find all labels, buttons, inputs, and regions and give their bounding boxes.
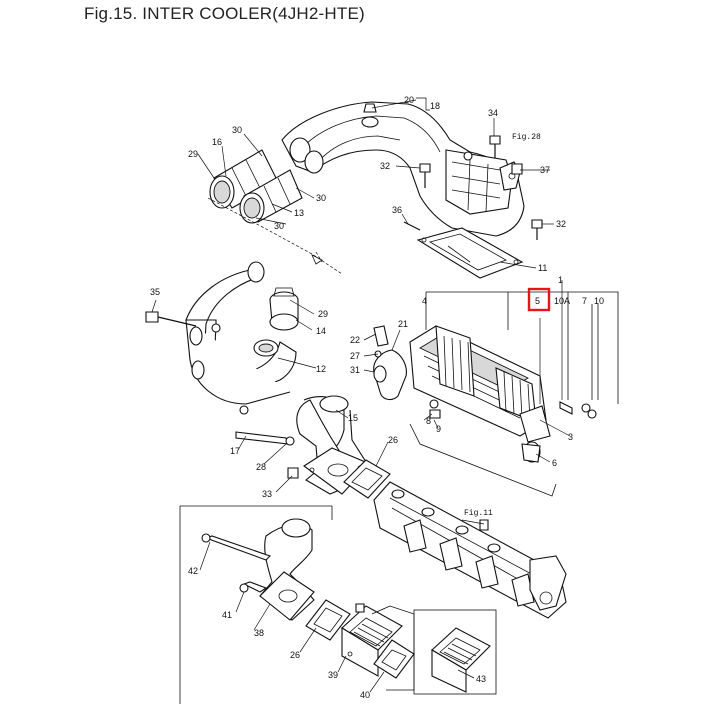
intake-duct-assembly bbox=[281, 101, 525, 237]
callout-40: 40 bbox=[360, 690, 370, 700]
gasket-26-upper bbox=[343, 459, 391, 499]
callout-9: 9 bbox=[436, 424, 441, 434]
callout-8: 8 bbox=[426, 416, 431, 426]
callout-10: 10 bbox=[594, 296, 604, 306]
elbow-15-assembly bbox=[235, 395, 371, 495]
clamps-14-29 bbox=[253, 287, 299, 357]
callout-15: 15 bbox=[348, 413, 358, 423]
gasket-26-lower bbox=[305, 599, 351, 641]
callout-36: 36 bbox=[392, 205, 402, 215]
callout-17: 17 bbox=[230, 446, 240, 456]
callout-22: 22 bbox=[350, 335, 360, 345]
callout-16: 16 bbox=[212, 137, 222, 147]
callout-14: 14 bbox=[316, 326, 326, 336]
callout-29-top: 29 bbox=[188, 149, 198, 159]
callout-11: 11 bbox=[538, 263, 547, 273]
cover-39 bbox=[341, 603, 403, 677]
assembly-guides bbox=[207, 197, 343, 275]
callout-13: 13 bbox=[294, 208, 304, 218]
intercooler-core bbox=[373, 325, 597, 463]
callout-18: 18 bbox=[430, 101, 440, 111]
highlight-box-part-5 bbox=[527, 287, 551, 312]
callout-32-right: 32 bbox=[556, 219, 566, 229]
gasket-11 bbox=[416, 227, 524, 279]
elbow-38 bbox=[201, 518, 315, 621]
hose-clamps-13-16 bbox=[209, 149, 303, 224]
fig11-reference: Fig.11 bbox=[464, 509, 493, 518]
callout-37: 37 bbox=[540, 165, 550, 175]
callout-6: 6 bbox=[552, 458, 557, 468]
fig28-reference: Fig.28 bbox=[512, 133, 541, 142]
callout-29-mid: 29 bbox=[318, 309, 328, 319]
callout-41: 41 bbox=[222, 610, 232, 620]
callout-20: 20 bbox=[404, 95, 414, 105]
callout-7: 7 bbox=[582, 296, 587, 306]
callout-38: 38 bbox=[254, 628, 264, 638]
callout-30-bottom: 30 bbox=[274, 221, 284, 231]
pipe-12-assembly bbox=[145, 261, 297, 415]
exhaust-manifold bbox=[373, 481, 567, 619]
callout-30-top: 30 bbox=[232, 125, 242, 135]
callout-28: 28 bbox=[256, 462, 266, 472]
callout-34: 34 bbox=[488, 108, 498, 118]
callout-43: 43 bbox=[476, 674, 486, 684]
leader-lines bbox=[151, 97, 571, 693]
assembly-bracket-lines bbox=[409, 291, 619, 497]
callout-4: 4 bbox=[422, 296, 427, 306]
callout-30-right: 30 bbox=[316, 193, 326, 203]
callout-42: 42 bbox=[188, 566, 198, 576]
callout-26-upper: 26 bbox=[388, 435, 398, 445]
callout-31: 31 bbox=[350, 365, 360, 375]
top-bolts bbox=[403, 135, 543, 240]
callout-27: 27 bbox=[350, 351, 360, 361]
callout-1: 1 bbox=[558, 275, 563, 285]
callout-3: 3 bbox=[568, 432, 573, 442]
callout-35: 35 bbox=[150, 287, 160, 297]
callout-39: 39 bbox=[328, 670, 338, 680]
callout-21: 21 bbox=[398, 319, 408, 329]
callout-33: 33 bbox=[262, 489, 272, 499]
callout-10A: 10A bbox=[554, 296, 570, 306]
callout-5: 5 bbox=[535, 296, 540, 306]
callout-32-top: 32 bbox=[380, 161, 390, 171]
cover-43-box bbox=[413, 609, 497, 695]
callout-labels: 20 18 34 Fig.28 32 37 36 32 11 30 16 29 … bbox=[150, 95, 604, 700]
callout-26-lower: 26 bbox=[290, 650, 300, 660]
callout-12: 12 bbox=[316, 364, 326, 374]
alternate-parts-box bbox=[179, 505, 333, 704]
figure-title: Fig.15. INTER COOLER(4JH2-HTE) bbox=[84, 4, 365, 23]
